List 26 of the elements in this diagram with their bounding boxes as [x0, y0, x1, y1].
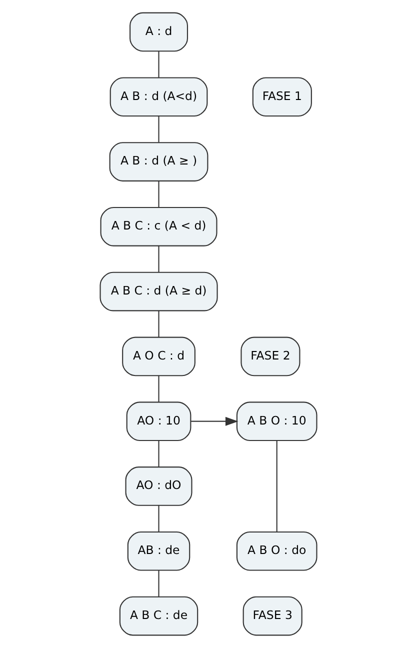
connector: [158, 246, 160, 272]
node-box: AB : de: [127, 531, 190, 571]
node-box: A B : d (A<d): [110, 77, 208, 117]
node-box: A B C : de: [119, 596, 198, 636]
node-box: A : d: [130, 12, 188, 52]
node-box: AO : dO: [125, 466, 192, 506]
connector: [158, 51, 160, 78]
node-box: A B O : do: [236, 531, 318, 571]
connector: [158, 310, 160, 338]
node-box: A B C : c (A < d): [100, 206, 218, 246]
node-box: FASE 2: [240, 336, 300, 376]
connector: [158, 505, 160, 532]
arrow: [191, 416, 238, 426]
node-box: FASE 1: [252, 77, 312, 117]
node-box: A B : d (A ≥ ): [109, 142, 208, 182]
connector: [158, 440, 160, 467]
node-box: A B O : 10: [236, 402, 318, 442]
connector: [158, 570, 160, 597]
connector: [158, 116, 160, 142]
node-box: A B C : d (A ≥ d): [100, 272, 218, 312]
node-box: FASE 3: [242, 596, 302, 636]
node-box: AO : 10: [126, 402, 192, 442]
connector: [276, 440, 278, 532]
connector: [158, 376, 160, 402]
connector: [158, 181, 160, 208]
node-box: A O C : d: [122, 336, 196, 376]
